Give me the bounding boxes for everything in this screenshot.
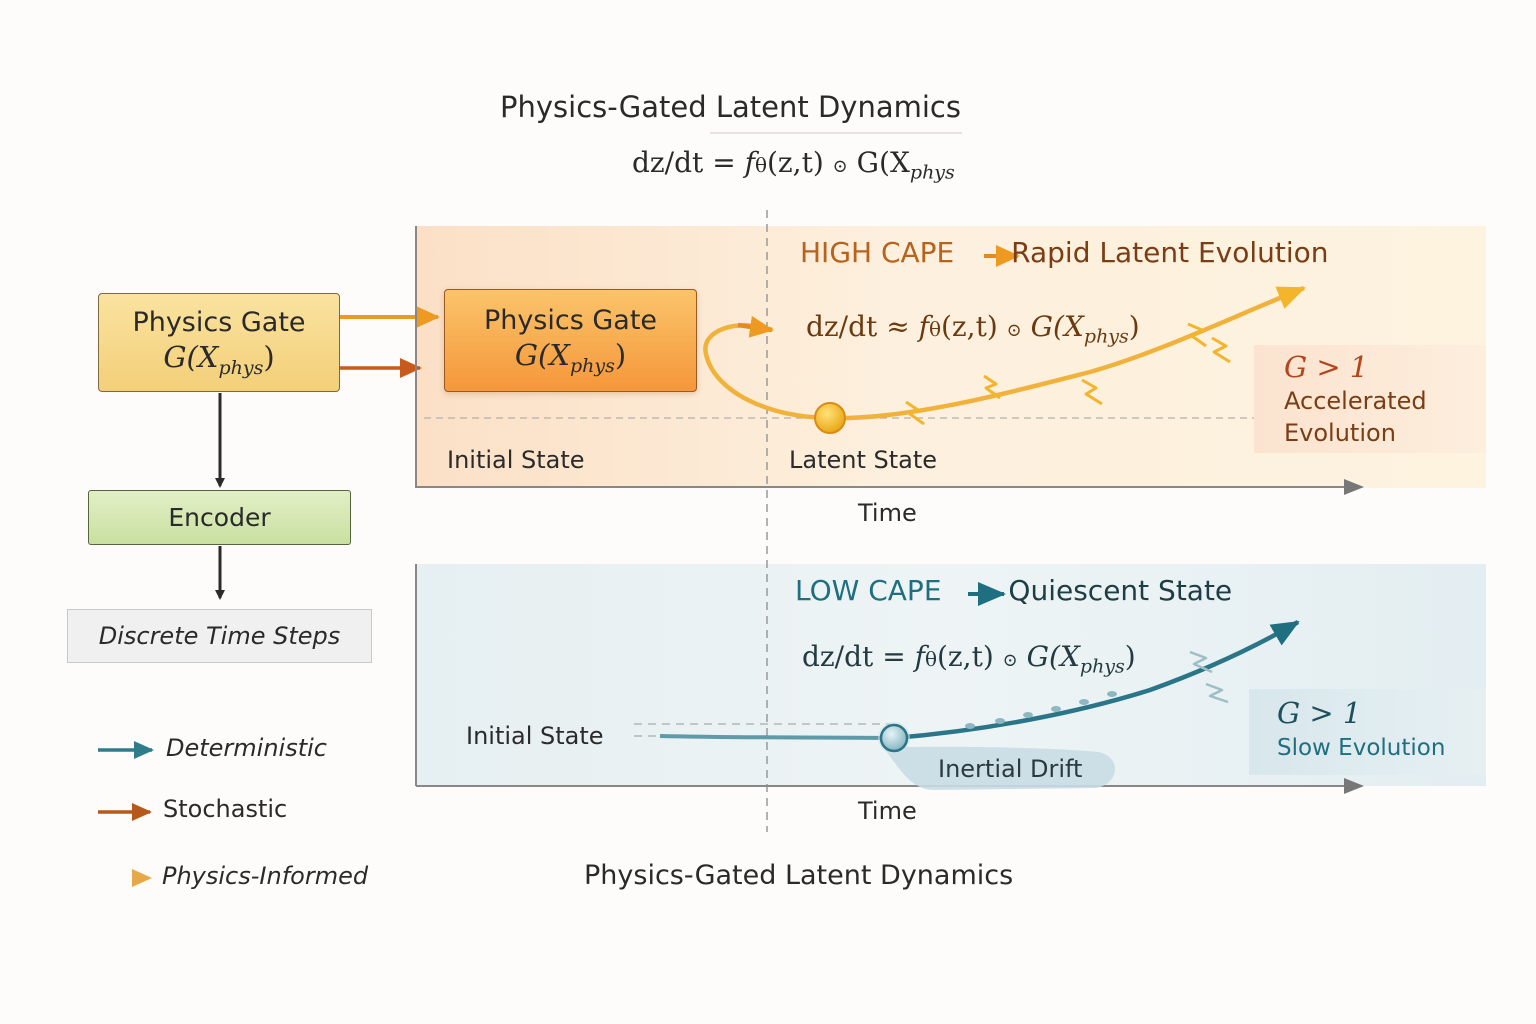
low-cape-equation: dz/dt = fθ(z,t) ⊙ G(Xphys) (802, 640, 1136, 678)
footer-title: Physics-Gated Latent Dynamics (584, 860, 1014, 891)
high-cape-heading: HIGH CAPE Rapid Latent Evolution (800, 236, 1329, 269)
page-title: Physics-Gated Latent Dynamics (500, 90, 961, 124)
low-time-axis-label: Time (858, 797, 917, 825)
high-latent-state-label: Latent State (789, 446, 938, 474)
legend-physics-informed: Physics-Informed (162, 862, 369, 890)
panel-physics-gate-box: Physics Gate G(Xphys) (444, 289, 697, 392)
high-cape-equation: dz/dt ≈ fθ(z,t) ⊙ G(Xphys) (806, 310, 1140, 348)
discrete-time-steps-box: Discrete Time Steps (67, 609, 372, 663)
accelerated-evolution-callout: G > 1 Accelerated Evolution (1254, 345, 1486, 453)
header-equation: dz/dt = fθ(z,t) ⊙ G(Xphys (632, 146, 955, 184)
high-initial-state-label: Initial State (447, 446, 585, 474)
physics-gate-box: Physics Gate G(Xphys) (98, 293, 340, 392)
low-cape-heading: LOW CAPE Quiescent State (795, 574, 1233, 607)
low-initial-state-label: Initial State (466, 722, 604, 750)
encoder-box: Encoder (88, 490, 351, 545)
legend-deterministic: Deterministic (166, 734, 327, 762)
physics-gate-formula: G(Xphys) (163, 339, 275, 379)
slow-evolution-callout: G > 1 Slow Evolution (1249, 689, 1486, 775)
inertial-drift-label: Inertial Drift (938, 755, 1083, 783)
physics-gate-title: Physics Gate (132, 306, 306, 338)
legend-stochastic: Stochastic (163, 795, 288, 823)
high-time-axis-label: Time (858, 499, 917, 527)
